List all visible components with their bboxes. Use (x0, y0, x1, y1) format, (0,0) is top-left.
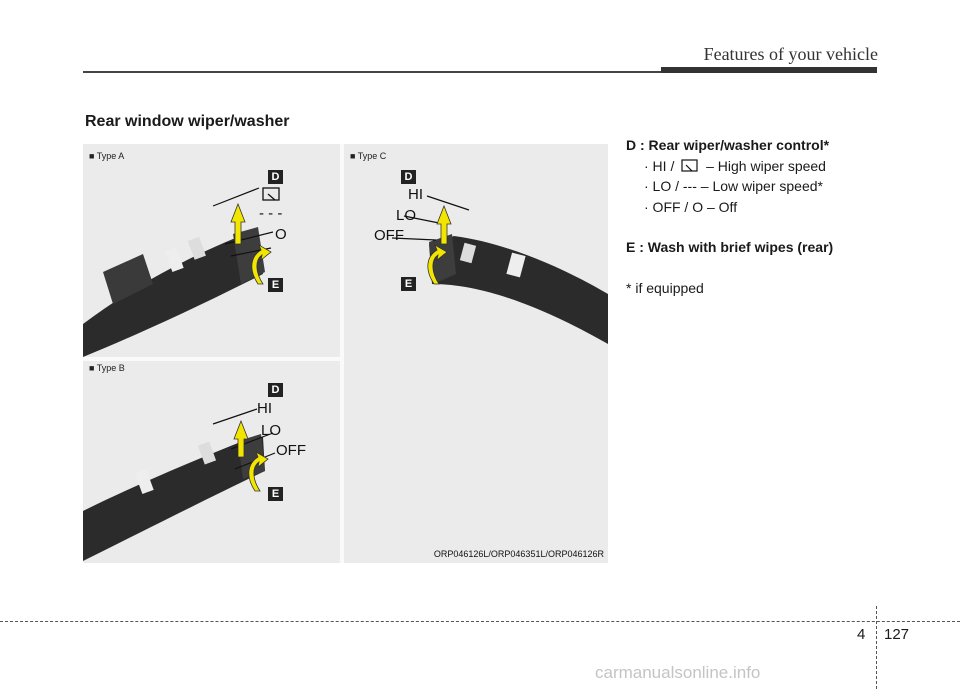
description-block: D : Rear wiper/washer control* · HI / – … (626, 135, 926, 298)
watermark: carmanualsonline.info (595, 663, 761, 682)
d-item-lo: · LO / --- – Low wiper speed* (644, 178, 823, 194)
wiper-hi-icon (681, 158, 698, 172)
type-c-label: ■ Type C (350, 151, 387, 161)
chapter-number: 4 (857, 626, 866, 643)
type-b-lo-label: LO (261, 422, 282, 439)
d-item-hi-text: – High wiper speed (706, 157, 826, 174)
wiper-figure: ■ Type A D - - - O E ■ Type B (83, 144, 608, 563)
d-title: D : Rear wiper/washer control* (626, 137, 830, 153)
header-rule (83, 71, 661, 73)
type-c-lo-label: LO (396, 207, 417, 224)
type-b-label: ■ Type B (89, 363, 125, 373)
e-title: E : Wash with brief wipes (rear) (626, 239, 834, 255)
type-c-marker-e: E (401, 277, 416, 291)
type-b-marker-e: E (268, 487, 283, 501)
type-b-hi-label: HI (257, 400, 272, 417)
d-item-hi-prefix: · HI / (644, 157, 675, 174)
type-c-hi-label: HI (408, 186, 423, 203)
panel-type-a: ■ Type A D - - - O E (83, 144, 340, 357)
footnote: * if equipped (626, 279, 704, 296)
footer-rule (0, 621, 960, 622)
type-a-marker-e: E (268, 278, 283, 292)
panel-type-b: ■ Type B D HI LO OFF E (83, 361, 340, 563)
type-a-lo-mark: - - - (259, 205, 283, 222)
type-c-off-label: OFF (374, 227, 404, 244)
type-a-lever-illustration (83, 187, 280, 357)
type-c-lever-illustration (391, 195, 608, 344)
panel-type-c: ■ Type C D HI LO OFF E ORP046126L/ORP046… (344, 144, 608, 563)
panel-divider-vertical (340, 144, 344, 563)
panel-divider-horizontal (83, 357, 340, 361)
type-b-marker-d: D (268, 383, 283, 397)
d-item-off: · OFF / O – Off (644, 198, 738, 215)
header-accent-bar (661, 67, 877, 73)
figure-code: ORP046126L/ORP046351L/ORP046126R (433, 549, 604, 559)
type-b-lever-illustration (83, 408, 276, 561)
type-b-off-label: OFF (276, 442, 306, 459)
type-a-marker-d: D (268, 170, 283, 184)
page-number: 127 (884, 626, 910, 643)
footer-vertical-rule (876, 606, 877, 689)
d-item-hi: · HI / – High wiper speed (626, 156, 926, 177)
type-c-marker-d: D (401, 170, 416, 184)
section-title: Rear window wiper/washer (85, 113, 290, 130)
type-a-off-label: O (275, 226, 287, 243)
header-title: Features of your vehicle (703, 44, 878, 64)
type-a-label: ■ Type A (89, 151, 125, 161)
